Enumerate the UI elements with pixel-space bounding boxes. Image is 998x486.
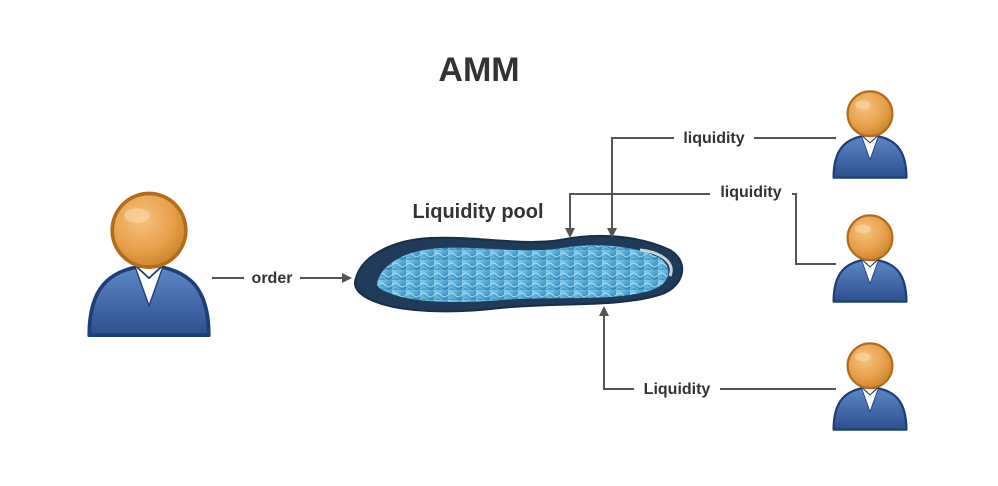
liquidity-arrow-3-label: Liquidity (644, 381, 711, 398)
pool-icon (354, 234, 684, 313)
liquidity-arrow-2-label: liquidity (720, 184, 781, 201)
order-arrow: order (212, 266, 352, 288)
page-title: AMM (438, 51, 519, 89)
provider-user-icon-3 (832, 342, 908, 431)
liquidity-arrow-1-label: liquidity (683, 130, 744, 147)
liquidity-arrow-3: Liquidity (599, 306, 836, 399)
pool-label: Liquidity pool (412, 201, 543, 223)
order-arrow-label: order (252, 270, 293, 287)
liquidity-arrow-2: liquidity (565, 182, 836, 265)
provider-user-icon-2 (832, 214, 908, 303)
provider-user-icon-1 (832, 90, 908, 179)
trader-user-icon (87, 191, 211, 338)
liquidity-arrow-1: liquidity (607, 126, 836, 238)
